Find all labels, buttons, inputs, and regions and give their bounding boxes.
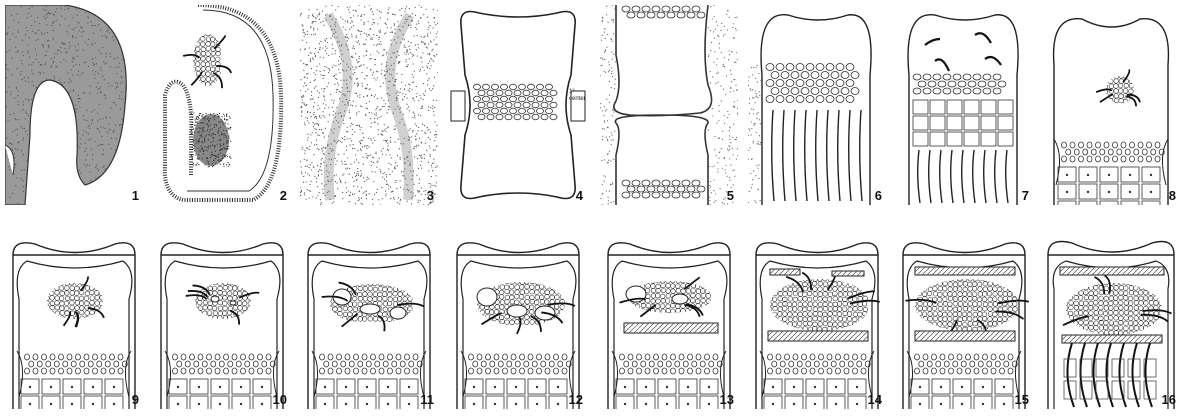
stage-number: 5 [727, 188, 734, 203]
stage-number: 13 [720, 392, 734, 407]
stage-number: 2 [280, 188, 287, 203]
stage-illustration-1 [5, 5, 143, 205]
stage-number: 15 [1015, 392, 1029, 407]
stage-illustration-16 [1042, 209, 1177, 409]
stage-number: 6 [875, 188, 882, 203]
stage-panel-15: 15 [895, 209, 1033, 409]
stage-illustration-6 [748, 5, 886, 205]
primary-center-label: 1° center [569, 89, 587, 103]
stage-illustration-5 [600, 5, 738, 205]
stage-panel-8: 8 [1042, 5, 1177, 205]
stage-illustration-3 [300, 5, 438, 205]
stage-number: 9 [132, 392, 139, 407]
stage-panel-14: 14 [748, 209, 886, 409]
stage-panel-10: 10 [153, 209, 291, 409]
stage-panel-7: 7 [895, 5, 1033, 205]
stage-number: 3 [427, 188, 434, 203]
stage-number: 12 [569, 392, 583, 407]
stage-illustration-7 [895, 5, 1033, 205]
stage-panel-3: 3 [300, 5, 438, 205]
stage-illustration-13 [600, 209, 738, 409]
stage-number: 1 [132, 188, 139, 203]
stage-illustration-10 [153, 209, 291, 409]
stage-illustration-4 [449, 5, 587, 205]
stage-number: 16 [1162, 392, 1176, 407]
stage-panel-16: 16 [1042, 209, 1177, 409]
stage-illustration-9 [5, 209, 143, 409]
stage-panel-11: 11 [300, 209, 438, 409]
stage-number: 7 [1022, 188, 1029, 203]
stage-number: 11 [420, 392, 434, 407]
stage-illustration-12 [449, 209, 587, 409]
stage-panel-1: 1 [5, 5, 143, 205]
stage-number: 10 [273, 392, 287, 407]
stage-panel-2: 2 [153, 5, 291, 205]
stage-panel-12: 12 [449, 209, 587, 409]
stage-number: 4 [576, 188, 583, 203]
stage-illustration-11 [300, 209, 438, 409]
stage-panel-13: 13 [600, 209, 738, 409]
stage-illustration-2 [153, 5, 291, 205]
stage-panel-5: 5 [600, 5, 738, 205]
stage-panel-6: 6 [748, 5, 886, 205]
stage-illustration-15 [895, 209, 1033, 409]
stage-number: 14 [868, 392, 882, 407]
stage-panel-4: 1° center 4 [449, 5, 587, 205]
stage-panel-9: 9 [5, 209, 143, 409]
stage-illustration-8 [1042, 5, 1177, 205]
stage-number: 8 [1169, 188, 1176, 203]
stage-illustration-14 [748, 209, 886, 409]
